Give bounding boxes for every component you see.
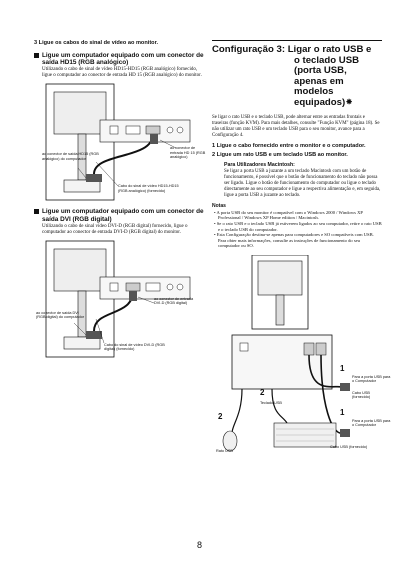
mac-body: Se ligar a porta USB a juzante a um tecl… bbox=[224, 168, 381, 198]
step-3-heading: 3 Ligue os cabos do sinal de vídeo ao mo… bbox=[34, 40, 159, 46]
dvi-label-monitor-in: ao conector de entrada DVI-D (RGB digita… bbox=[154, 296, 194, 306]
hd15-label-cable: Cabo do sinal de vídeo HD15-HD15 (RGB an… bbox=[118, 184, 179, 193]
usb-num-2b: 2 bbox=[218, 411, 223, 421]
left-column: 3 Ligue os cabos do sinal de vídeo ao mo… bbox=[34, 40, 206, 359]
usb-label-mouse: Rato USB bbox=[216, 448, 233, 453]
square-bullet-icon bbox=[34, 209, 39, 215]
usb-label-keyboard: Teclado USB bbox=[260, 400, 282, 405]
asterisk-mark: ⁕ bbox=[345, 96, 354, 108]
hd15-connection-figure: ao conector de saída HD15 (RGB analógico… bbox=[34, 82, 206, 202]
hd15-diagram bbox=[45, 84, 191, 201]
usb-num-1a: 1 bbox=[340, 363, 345, 373]
page-number: 8 bbox=[197, 540, 203, 550]
hd15-label-pc-out: ao conector de saída HD15 (RGB analógico… bbox=[42, 152, 99, 161]
config-3-title-line1: Configuração 3: Ligar o rato USB e bbox=[212, 44, 372, 55]
note-item: • Se o rato USB e o teclado USB já estiv… bbox=[214, 220, 382, 232]
step-1: 1 Ligue o cabo fornecido entre o monitor… bbox=[212, 142, 366, 149]
usb-label-to-pc-1: Para a porta USB para o Computador bbox=[352, 374, 391, 384]
usb-num-2a: 2 bbox=[260, 387, 265, 397]
hd15-title-text: Ligue um computador equipado com um cone… bbox=[42, 52, 204, 67]
usb-label-to-pc-2: Para a porta USB para o Computador bbox=[352, 418, 391, 428]
usb-connection-figure: 1 Para a porta USB para o Computador Cab… bbox=[212, 254, 390, 455]
dvi-section-title: Ligue um computador equipado com um cone… bbox=[34, 208, 204, 223]
dvi-body-text: Utilizando o cabo de sinal vídeo DVI-D (… bbox=[42, 223, 188, 235]
hd15-label-monitor-in: ao conector de entrada HD 15 (RGB analóg… bbox=[170, 146, 206, 160]
step-2: 2 Ligue um rato USB e um teclado USB ao … bbox=[212, 152, 348, 159]
config-3-title-line2: o teclado USB (porta USB, apenas em mode… bbox=[294, 54, 360, 108]
usb-diagram bbox=[222, 254, 350, 452]
dvi-connection-figure: ao conector de saída DVI (RGB digital) d… bbox=[34, 239, 204, 359]
note-item: • Esta Configuração destina-se apenas pa… bbox=[214, 232, 374, 249]
hd15-section-title: Ligue um computador equipado com um cone… bbox=[34, 52, 204, 66]
note-item: • A porta USB do seu monitor é compatíve… bbox=[214, 209, 363, 221]
usb-num-1b: 1 bbox=[340, 407, 345, 417]
dvi-label-cable: Cabo do sinal de vídeo DVI-D (RGB digita… bbox=[104, 342, 165, 352]
dvi-label-pc-out: ao conector de saída DVI (RGB digital) d… bbox=[36, 310, 85, 320]
usb-label-cable-1: Cabo USB (fornecido) bbox=[352, 390, 371, 400]
dvi-diagram bbox=[45, 240, 191, 358]
usb-label-cable-2: Cabo USB (fornecido) bbox=[330, 444, 368, 449]
notes-heading: Notas bbox=[212, 202, 226, 209]
right-column: Configuração 3: Ligar o rato USB e o tec… bbox=[212, 40, 390, 455]
hd15-body-text: Utilizando o cabo de sinal de vídeo HD15… bbox=[42, 67, 202, 79]
config-3-title: Configuração 3: Ligar o rato USB e o tec… bbox=[212, 40, 382, 109]
dvi-title-text: Ligue um computador equipado com um cone… bbox=[42, 208, 204, 223]
square-bullet-icon bbox=[34, 53, 39, 58]
config-3-intro: Se ligar o rato USB e o teclado USB, pod… bbox=[212, 114, 380, 138]
mac-heading: Para Utilizadores Macintosh: bbox=[224, 161, 295, 168]
